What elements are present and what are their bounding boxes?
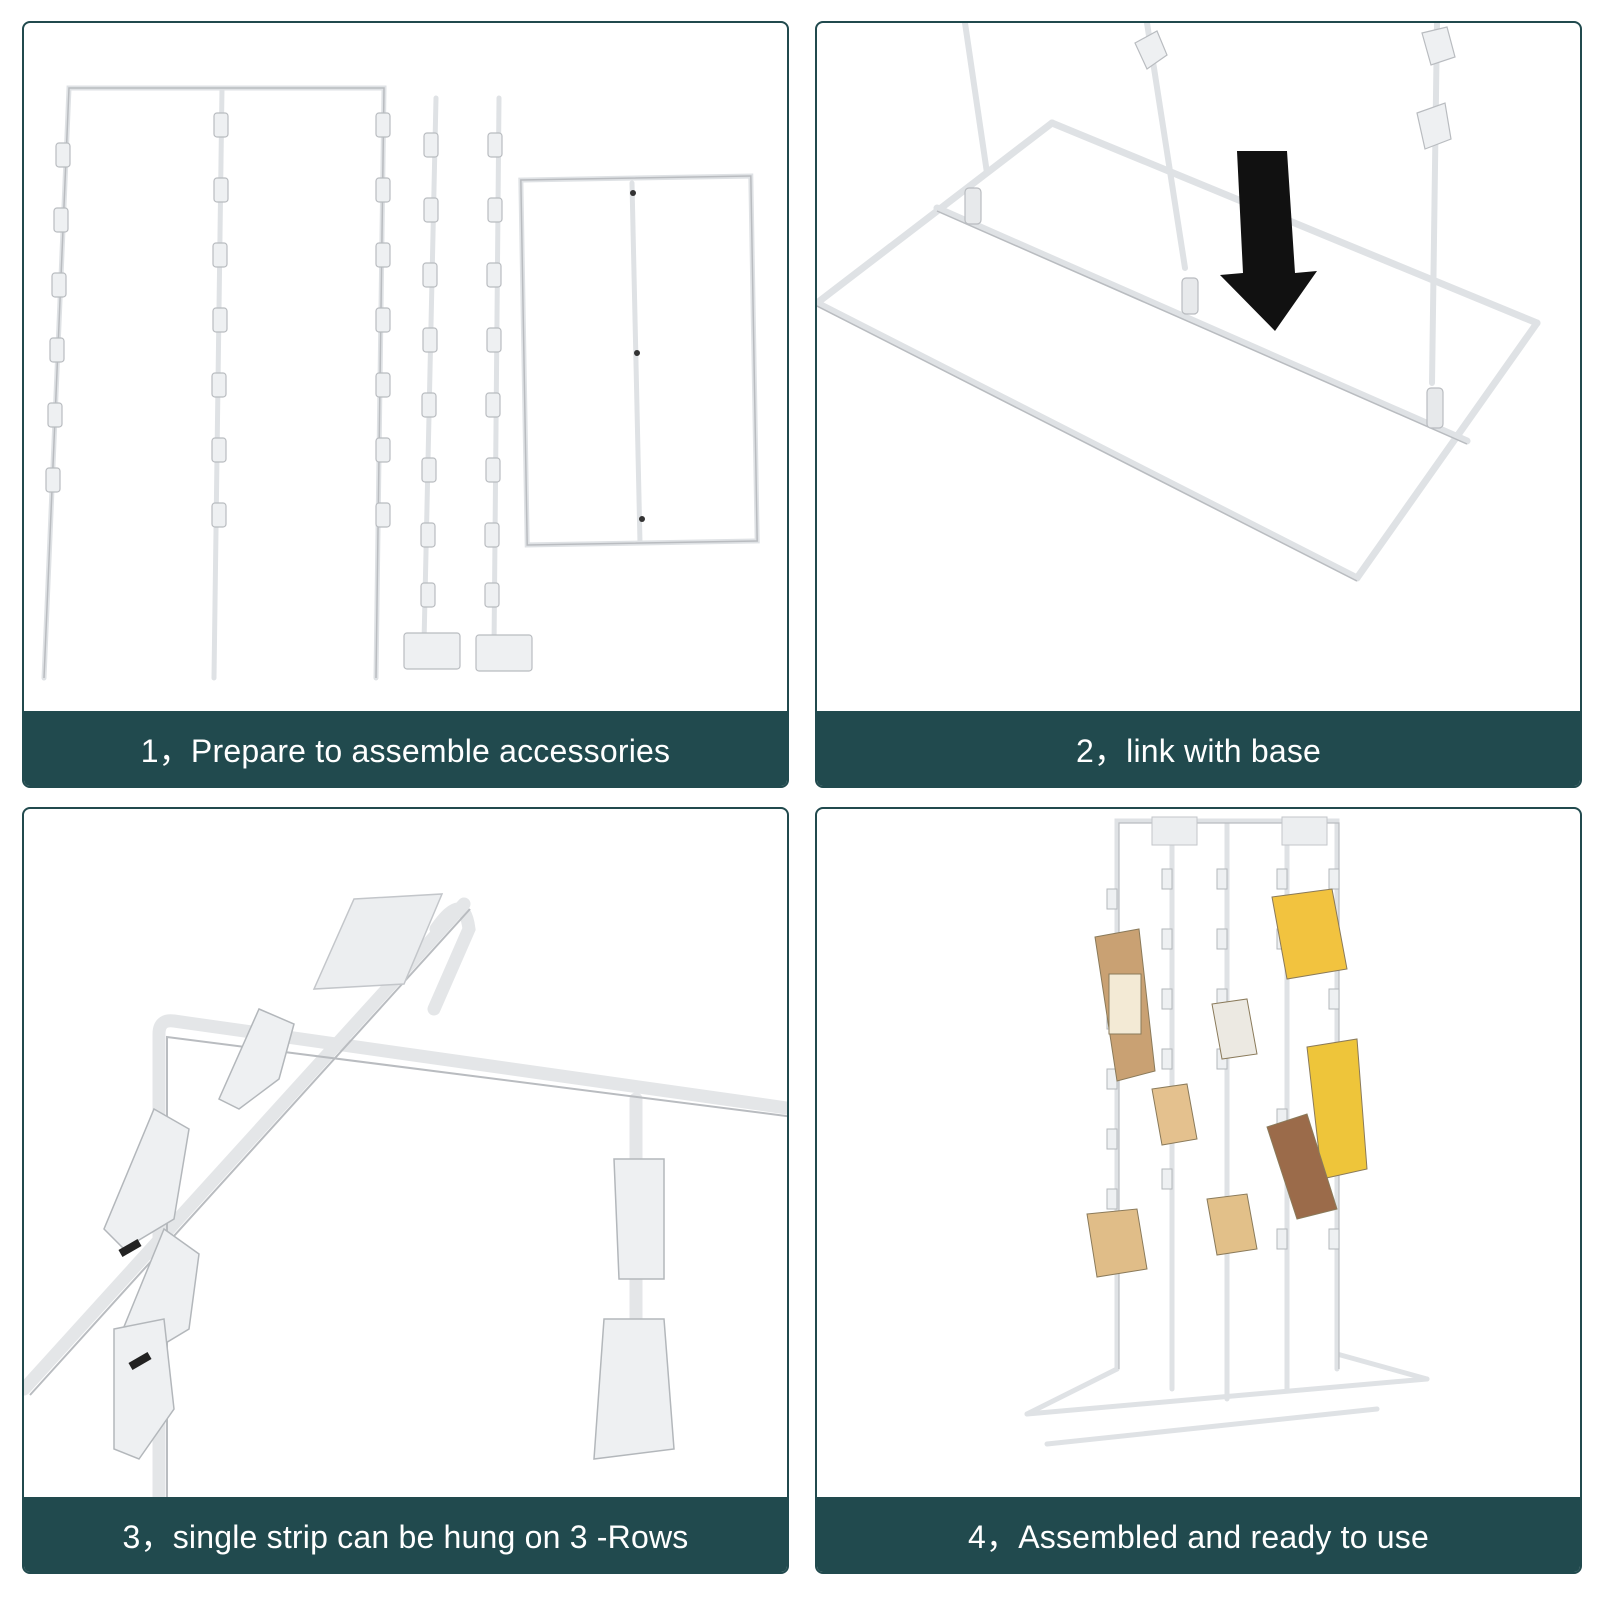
step-3-caption: 3，single strip can be hung on 3 -Rows	[24, 1497, 787, 1572]
insert-strip-into-base-image	[817, 23, 1541, 582]
down-arrow-icon	[1220, 151, 1317, 331]
step-2-panel: 2，link with base	[815, 21, 1582, 788]
step-2-caption: 2，link with base	[817, 711, 1580, 786]
step-4-panel: 4，Assembled and ready to use	[815, 807, 1582, 1574]
hook-strip-closeup-image	[24, 893, 787, 1499]
step-1-panel: 1，Prepare to assemble accessories	[22, 21, 789, 788]
disassembled-rack-parts-image	[41, 85, 760, 681]
step-1-caption: 1，Prepare to assemble accessories	[24, 711, 787, 786]
step-4-caption: 4，Assembled and ready to use	[817, 1497, 1580, 1572]
assembled-rack-with-snacks-image	[1024, 816, 1430, 1447]
step-3-panel: 3，single strip can be hung on 3 -Rows	[22, 807, 789, 1574]
